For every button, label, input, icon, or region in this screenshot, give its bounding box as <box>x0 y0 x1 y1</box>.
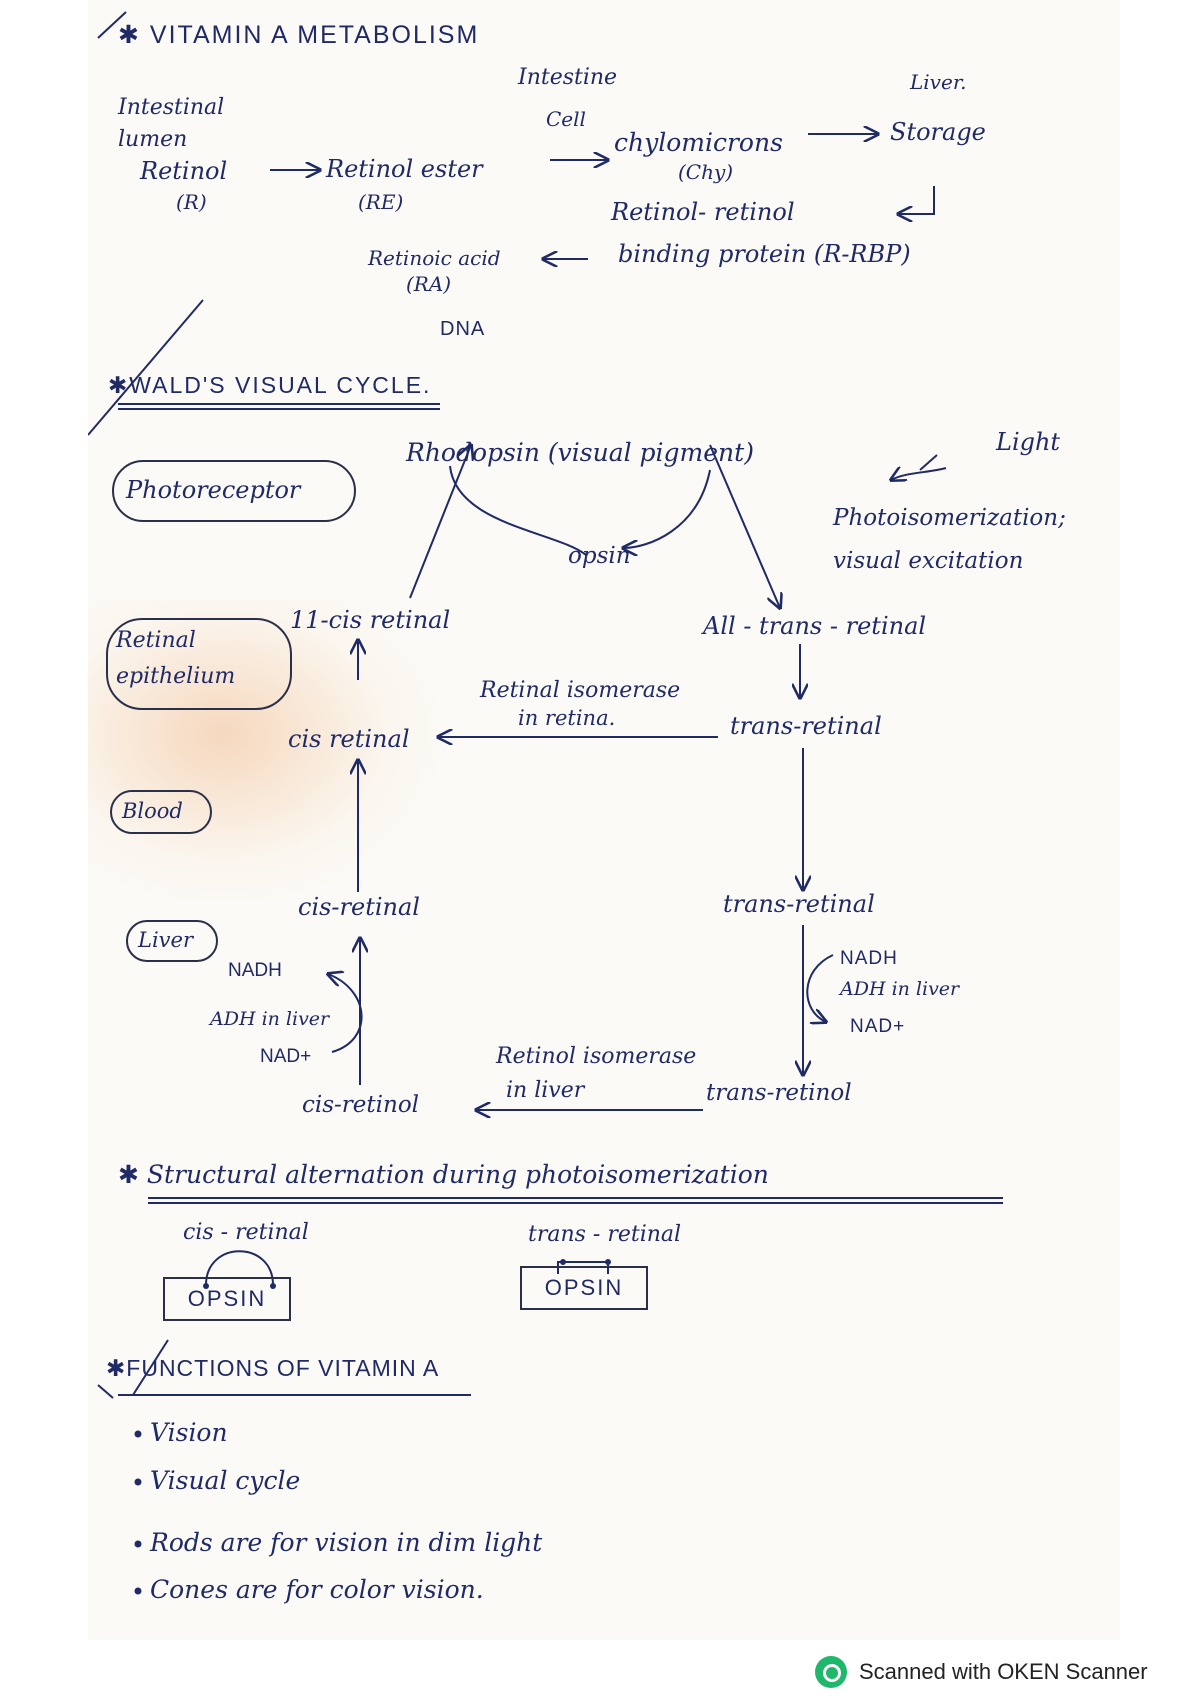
node-trans-retinol: trans-retinol <box>706 1080 852 1106</box>
node-retinol: Retinol <box>140 157 228 185</box>
node-11-cis-retinal: 11-cis retinal <box>290 606 451 634</box>
node-rbp-line2: binding protein (R-RBP) <box>618 240 911 268</box>
node-trans-retinal-liver: trans-retinal <box>723 890 875 918</box>
asterisk-icon: ✱ <box>108 372 130 398</box>
region-retinal-label-2: epithelium <box>116 664 236 689</box>
node-cis-retinal-liver: cis-retinal <box>298 893 420 921</box>
label-cis-retinal-structure: cis - retinal <box>183 1220 309 1245</box>
node-retinol-ester-abbr: (RE) <box>358 190 404 214</box>
node-retinol-ester: Retinol ester <box>326 155 483 183</box>
walds-heading: ✱WALD'S VISUAL CYCLE. <box>108 372 431 399</box>
label-adh-right: ADH in liver <box>840 978 960 1000</box>
asterisk-icon: ✱ <box>106 1355 127 1381</box>
node-rhodopsin: Rhodopsin (visual pigment) <box>406 438 754 467</box>
scanned-page: ✱ VITAMIN A METABOLISM Intestinal lumen … <box>88 0 1120 1640</box>
scanner-logo-icon <box>815 1656 847 1688</box>
region-photoreceptor-label: Photoreceptor <box>126 476 301 504</box>
region-blood-label: Blood <box>122 799 183 823</box>
node-rbp-line1: Retinol- retinol <box>611 198 795 226</box>
walds-title: WALD'S VISUAL CYCLE. <box>129 372 432 398</box>
label-cell: Cell <box>546 107 586 131</box>
asterisk-icon: ✱ <box>118 21 141 49</box>
region-retinal-label-1: Retinal <box>116 628 196 653</box>
scanner-footer: Scanned with OKEN Scanner <box>815 1655 1148 1689</box>
label-visual-excitation: visual excitation <box>833 548 1024 574</box>
scanner-text: Scanned with OKEN Scanner <box>859 1659 1148 1684</box>
node-chylomicrons: chylomicrons <box>614 128 783 157</box>
node-storage: Storage <box>890 118 986 146</box>
label-intestinal: Intestinal <box>118 95 225 120</box>
node-opsin: opsin <box>568 543 631 569</box>
node-cis-retinol: cis-retinol <box>302 1092 420 1118</box>
opsin-box-cis: OPSIN <box>163 1277 291 1321</box>
node-cis-retinal-epithelium: cis retinal <box>288 725 410 753</box>
label-retinol-isomerase: Retinol isomerase <box>496 1044 697 1069</box>
node-chylomicrons-abbr: (Chy) <box>678 160 734 184</box>
label-lumen: lumen <box>118 127 188 152</box>
opsin-box-trans: OPSIN <box>520 1266 648 1310</box>
node-dna: DNA <box>440 318 486 340</box>
label-nadh-right: NADH <box>840 948 898 969</box>
function-item: Cones are for color vision. <box>150 1575 484 1604</box>
node-retinol-abbr: (R) <box>176 190 207 214</box>
region-retinal-epithelium: Retinal epithelium <box>106 618 292 710</box>
label-photoisomerization: Photoisomerization; <box>833 505 1066 531</box>
node-trans-retinal-epithelium: trans-retinal <box>730 712 882 740</box>
region-photoreceptor: Photoreceptor <box>112 460 356 522</box>
label-in-liver: in liver <box>506 1078 585 1103</box>
functions-heading: ✱FUNCTIONS OF VITAMIN A <box>106 1355 439 1382</box>
label-retinal-isomerase: Retinal isomerase <box>480 678 681 703</box>
label-nad-right: NAD+ <box>850 1016 906 1037</box>
structural-heading: ✱ Structural alternation during photoiso… <box>118 1160 769 1189</box>
function-item: Vision <box>150 1418 228 1447</box>
function-item: Visual cycle <box>150 1466 301 1495</box>
label-trans-retinal-structure: trans - retinal <box>528 1222 682 1247</box>
label-light: Light <box>996 428 1061 456</box>
metabolism-heading: ✱ VITAMIN A METABOLISM <box>118 20 479 50</box>
functions-title: FUNCTIONS OF VITAMIN A <box>126 1355 440 1381</box>
asterisk-icon: ✱ <box>118 1160 139 1189</box>
node-all-trans-retinal: All - trans - retinal <box>703 612 927 640</box>
label-intestine: Intestine <box>518 65 618 90</box>
node-retinoic-acid: Retinoic acid <box>368 246 501 270</box>
metabolism-title: VITAMIN A METABOLISM <box>149 21 480 49</box>
function-item: Rods are for vision in dim light <box>150 1528 543 1557</box>
region-blood: Blood <box>110 790 212 834</box>
diagram-arrows <box>88 11 1003 1595</box>
label-adh-left: ADH in liver <box>210 1008 330 1030</box>
label-nadh-left: NADH <box>228 960 282 981</box>
region-liver: Liver <box>126 920 218 962</box>
node-retinoic-acid-abbr: (RA) <box>406 272 452 296</box>
region-liver-label: Liver <box>138 928 193 952</box>
label-nad-left: NAD+ <box>260 1046 312 1067</box>
label-in-retina: in retina. <box>518 706 616 730</box>
label-liver: Liver. <box>910 70 967 94</box>
structural-title: Structural alternation during photoisome… <box>146 1160 769 1189</box>
